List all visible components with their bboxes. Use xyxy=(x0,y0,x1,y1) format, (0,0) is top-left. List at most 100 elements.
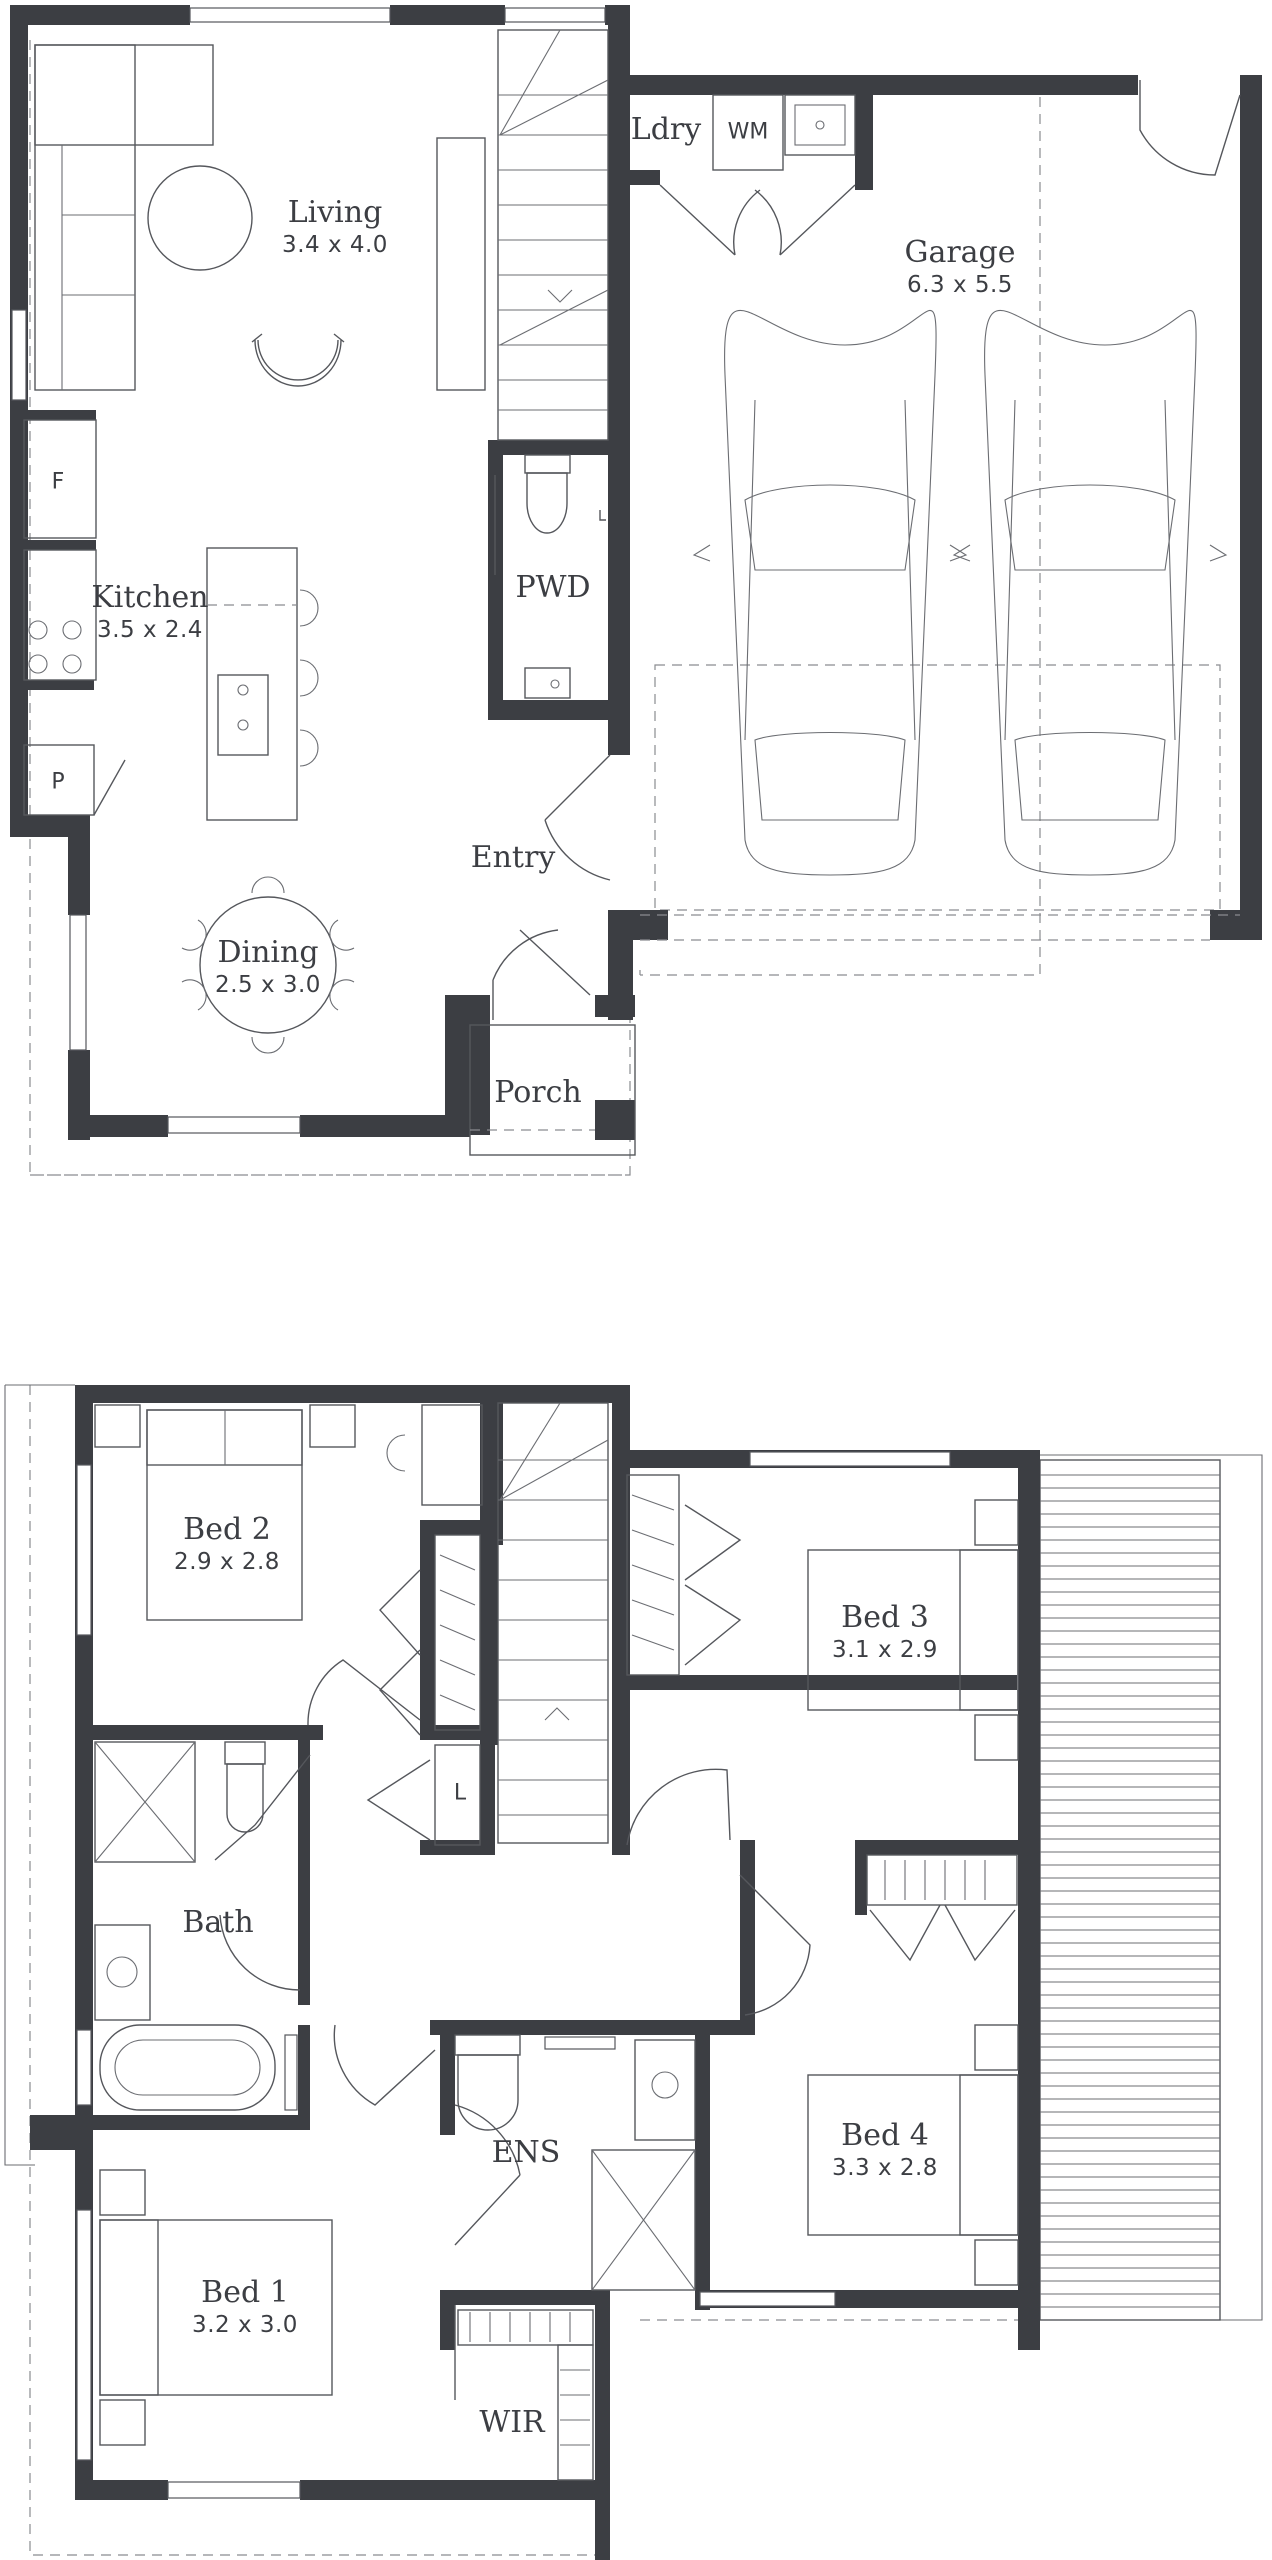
cooktop-icon xyxy=(28,620,82,674)
bathtub-icon xyxy=(99,2024,276,2111)
bed4-side-table-bottom xyxy=(974,2239,1019,2286)
bed2-side-table-right xyxy=(309,1404,356,1448)
basin-icon xyxy=(524,667,571,699)
desk-icon xyxy=(421,1404,483,1506)
bed4-side-table-top xyxy=(974,2024,1019,2071)
bed1-side-table-bottom xyxy=(99,2399,146,2446)
sofa-icon xyxy=(34,44,214,391)
roof-slope-lines xyxy=(1040,1474,1220,2308)
bed4-door xyxy=(739,1874,811,2016)
car-icon-left xyxy=(692,309,968,876)
toilet-icon xyxy=(526,472,568,534)
desk-chair-icon xyxy=(386,1434,406,1472)
window-bed2 xyxy=(76,1464,92,1636)
bath-vanity-icon xyxy=(94,1924,151,2021)
laundry-doors xyxy=(659,184,856,256)
room-label-wir: WIR xyxy=(479,2405,545,2440)
room-label-porch: Porch xyxy=(494,1075,582,1110)
room-label-living: Living 3.4 x 4.0 xyxy=(282,195,388,258)
washing-machine-label: WM xyxy=(727,119,769,145)
window-bed1-bottom xyxy=(167,2481,301,2499)
bed2-door xyxy=(307,1659,421,1726)
window-dining-bottom xyxy=(167,1116,301,1134)
room-label-powder: PWD xyxy=(515,570,591,605)
kitchen-bench xyxy=(23,549,97,681)
linen-cupboard xyxy=(434,1744,481,1846)
entry-door xyxy=(544,754,611,881)
room-label-bed3: Bed 3 3.1 x 2.9 xyxy=(832,1600,938,1663)
room-label-garage: Garage 6.3 x 5.5 xyxy=(904,235,1016,298)
bed2-side-table-left xyxy=(94,1404,141,1448)
roof-lines xyxy=(1039,1459,1221,2321)
bed3-door xyxy=(626,1768,731,1846)
garage-side-door xyxy=(1139,80,1241,176)
linen-door xyxy=(366,1759,431,1841)
bed4-wardrobe-doors xyxy=(869,1904,1016,1962)
fridge-label: F xyxy=(51,469,65,495)
room-label-bed2: Bed 2 2.9 x 2.8 xyxy=(174,1512,280,1575)
window-bath xyxy=(76,2029,92,2106)
garage-driveway-dashed xyxy=(654,664,1221,911)
window-bed3 xyxy=(749,1451,951,1467)
room-label-bed4: Bed 4 3.3 x 2.8 xyxy=(832,2118,938,2181)
laundry-tub-icon xyxy=(784,94,856,156)
bar-stools-icon xyxy=(299,589,319,767)
room-label-entry: Entry xyxy=(470,840,556,875)
window-ens xyxy=(544,2036,616,2050)
tv-unit-icon xyxy=(436,137,486,391)
hall-door xyxy=(333,2024,436,2106)
window-bed4 xyxy=(699,2291,836,2307)
window-living-side xyxy=(11,309,27,401)
bed3-side-table-top xyxy=(974,1499,1019,1546)
porch-outline xyxy=(469,1024,636,1156)
kitchen-island xyxy=(206,547,298,821)
sink-icon xyxy=(217,674,269,756)
window-living-top xyxy=(189,7,391,23)
window-stair-top xyxy=(504,7,606,23)
dining-chairs-icon xyxy=(181,876,355,1054)
fridge-icon xyxy=(23,419,97,539)
washing-machine-icon xyxy=(712,94,784,171)
bed2-wardrobe xyxy=(434,1534,481,1731)
ground-boundary-dashed xyxy=(29,40,631,1176)
front-door xyxy=(492,929,591,1020)
room-label-dining: Dining 2.5 x 3.0 xyxy=(215,935,321,998)
bed3-wardrobe xyxy=(626,1474,680,1676)
ens-basin-icon xyxy=(634,2039,696,2141)
ens-door xyxy=(454,2104,521,2246)
pantry-icon xyxy=(23,744,95,816)
pantry-door xyxy=(93,759,126,816)
room-label-bed1: Bed 1 3.2 x 3.0 xyxy=(192,2275,298,2338)
window-dining-side xyxy=(69,914,87,1051)
ground-stairs xyxy=(497,29,609,441)
wir-rail-top xyxy=(457,2309,594,2346)
stair-arrow-up-icon xyxy=(544,1707,570,1721)
bed4-wardrobe xyxy=(866,1854,1018,1906)
ground-floor xyxy=(10,5,1262,1176)
bath-door xyxy=(214,1754,311,1991)
room-label-bath: Bath xyxy=(182,1905,254,1940)
ground-walls xyxy=(10,5,1262,1140)
room-label-ensuite: ENS xyxy=(491,2135,561,2170)
first-floor xyxy=(4,1384,1263,2560)
window-bath-inner xyxy=(284,2034,298,2111)
wir-rail-side xyxy=(557,2344,594,2481)
first-boundary-dashed xyxy=(29,1385,1040,2556)
coffee-table-icon xyxy=(147,165,253,271)
linen-label: L xyxy=(453,1780,467,1806)
garage-boundary-dashed xyxy=(639,80,1041,976)
bed2-wardrobe-doors xyxy=(379,1569,421,1736)
window-bed1-side xyxy=(76,2209,92,2461)
ens-shower-icon xyxy=(591,2149,696,2291)
dining-table-icon xyxy=(199,896,337,1034)
bed3-side-table-bottom xyxy=(974,1714,1019,1761)
shower-icon xyxy=(94,1741,196,1863)
bed1-side-table-top xyxy=(99,2169,146,2216)
ens-toilet-icon xyxy=(457,2054,519,2131)
car-icon-right xyxy=(952,309,1228,876)
stair-arrow-icon xyxy=(547,289,573,303)
room-label-laundry: Ldry xyxy=(630,112,702,147)
bed3-wardrobe-doors xyxy=(684,1504,742,1666)
room-label-kitchen: Kitchen 3.5 x 2.4 xyxy=(91,580,209,643)
